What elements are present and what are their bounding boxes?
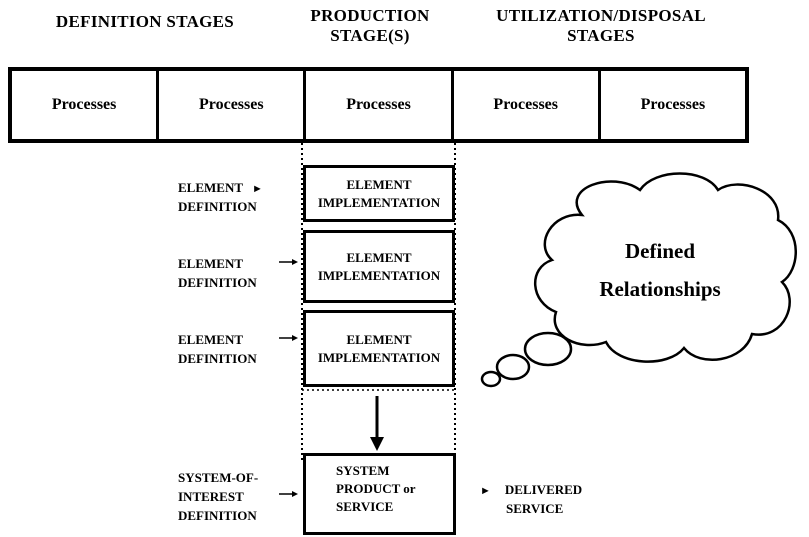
header-utilization-stages: UTILIZATION/DISPOSAL STAGES [470,6,732,46]
cloud-line1: Defined [625,239,695,263]
system-product-box: SYSTEM PRODUCT or SERVICE [303,453,456,535]
element-implementation-1-line1: ELEMENT [346,176,412,192]
element-definition-2: ELEMENT DEFINITION [178,254,257,292]
element-implementation-2: ELEMENT IMPLEMENTATION [303,230,455,303]
header-utilization-line1: UTILIZATION/DISPOSAL [496,6,706,25]
stage-box-4: Processes [454,71,601,139]
element-implementation-2-line2: IMPLEMENTATION [317,267,441,283]
element-definition-3-line2: DEFINITION [178,351,257,366]
stage-box-2: Processes [159,71,307,139]
stage-box-5: Processes [640,96,706,113]
down-arrow-head [370,437,384,451]
element-definition-1: ELEMENT ► DEFINITION [178,178,263,216]
system-definition-line2: INTEREST [178,489,244,504]
delivered-service-line2: SERVICE [506,501,564,516]
system-definition-line3: DEFINITION [178,508,257,523]
thought-bubble-small [480,370,502,388]
system-of-interest-definition: SYSTEM-OF- INTEREST DEFINITION [178,468,258,525]
delivered-service-line1: DELIVERED [504,482,583,497]
element-definition-3: ELEMENT DEFINITION [178,330,257,368]
system-product-line1: SYSTEM [336,463,390,478]
stage-box-3: Processes [306,71,454,139]
system-definition-line1: SYSTEM-OF- [178,470,259,485]
delivered-service: ► DELIVERED SERVICE [480,480,582,518]
element-implementation-3-line1: ELEMENT [346,331,412,347]
element-definition-1-line1: ELEMENT [178,180,243,195]
element-implementation-1-line2: IMPLEMENTATION [317,194,441,210]
element-implementation-2-line1: ELEMENT [346,249,412,265]
header-definition-text: DEFINITION STAGES [55,12,235,31]
header-production-line2: STAGE(S) [330,26,410,45]
system-product-line2: PRODUCT or [336,481,416,496]
defined-relationships-label: Defined Relationships [565,232,755,308]
element-definition-3-line1: ELEMENT [178,332,244,347]
header-production-line1: PRODUCTION [310,6,430,25]
header-definition-stages: DEFINITION STAGES [20,12,270,32]
stage-box-1: Processes [12,71,160,139]
definition-arrows [279,259,298,497]
element-definition-2-line1: ELEMENT [178,256,244,271]
element-implementation-3-line2: IMPLEMENTATION [317,349,441,365]
element-implementation-3: ELEMENT IMPLEMENTATION [303,310,455,387]
processes-row: Processes Processes Processes Processes … [8,67,749,143]
element-definition-1-line2: DEFINITION [178,199,257,214]
element-definition-2-line2: DEFINITION [178,275,257,290]
arrow-icon: ► [480,485,491,497]
system-product-line3: SERVICE [336,499,394,514]
element-implementation-1: ELEMENT IMPLEMENTATION [303,165,455,222]
thought-bubble-medium [495,353,531,381]
cloud-line2: Relationships [599,277,721,301]
header-production-stages: PRODUCTION STAGE(S) [290,6,450,46]
header-utilization-line2: STAGES [567,26,635,45]
thought-bubble-large [523,331,573,367]
arrow-icon: ► [252,183,263,195]
thought-cloud [480,172,797,388]
